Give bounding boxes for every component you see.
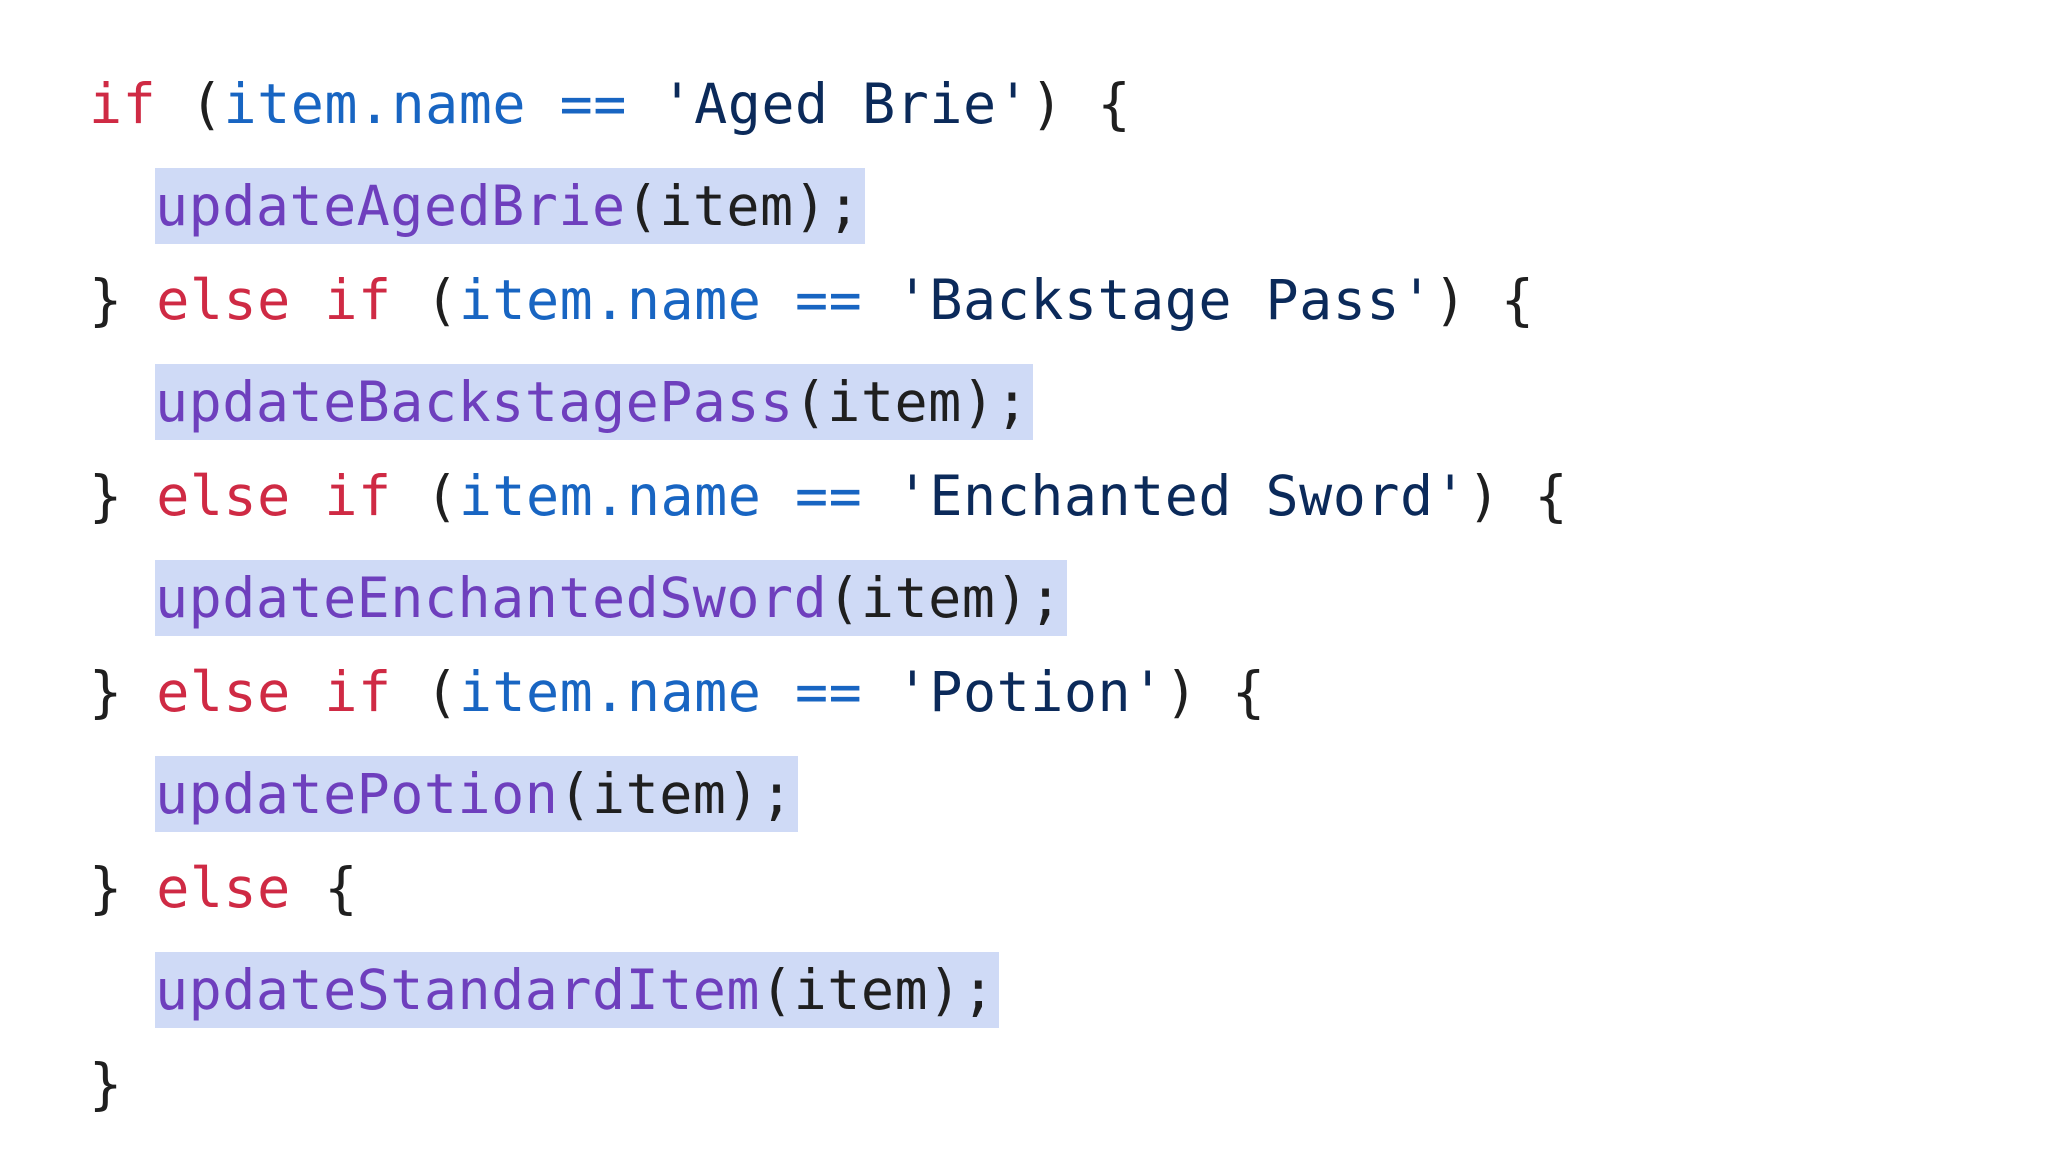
property-item-name: item.name — [458, 464, 762, 528]
equality-operator: == — [559, 72, 627, 136]
code-line: } — [89, 1035, 1568, 1133]
equality-operator: == — [794, 660, 863, 724]
call-args: (item); — [827, 565, 1063, 630]
close-brace: } — [89, 1052, 123, 1116]
keyword-else: else — [156, 660, 291, 724]
keyword-else: else — [156, 464, 291, 528]
keyword-if: if — [324, 464, 392, 528]
code-block: if (item.name == 'Aged Brie') { updateAg… — [89, 55, 1568, 1133]
keyword-if: if — [324, 268, 392, 332]
close-paren: ) — [1467, 464, 1501, 528]
open-brace: { — [1097, 72, 1132, 136]
open-brace: { — [1500, 268, 1535, 332]
highlighted-call: updatePotion(item); — [155, 755, 798, 832]
close-paren: ) — [1030, 72, 1064, 136]
highlighted-call: updateAgedBrie(item); — [155, 167, 865, 244]
code-line: } else { — [89, 839, 1568, 937]
keyword-else: else — [156, 268, 291, 332]
string-literal: 'Enchanted Sword' — [895, 464, 1468, 528]
function-name: updateAgedBrie — [155, 173, 626, 238]
open-brace: { — [1534, 464, 1569, 528]
function-name: updatePotion — [155, 761, 559, 826]
function-name: updateEnchantedSword — [155, 565, 828, 630]
string-literal: 'Backstage Pass' — [895, 268, 1434, 332]
string-literal: 'Aged Brie' — [660, 72, 1031, 136]
code-line: } else if (item.name == 'Potion') { — [89, 643, 1568, 741]
open-paren: ( — [189, 72, 224, 136]
open-paren: ( — [425, 268, 459, 332]
code-line: updateStandardItem(item); — [89, 937, 1568, 1035]
code-line: } else if (item.name == 'Enchanted Sword… — [89, 447, 1568, 545]
call-args: (item); — [625, 173, 861, 238]
property-item-name: item.name — [458, 660, 762, 724]
highlighted-call: updateEnchantedSword(item); — [155, 559, 1067, 636]
keyword-if: if — [89, 72, 157, 136]
equality-operator: == — [794, 268, 863, 332]
code-line: updateAgedBrie(item); — [89, 153, 1568, 251]
call-args: (item); — [558, 761, 794, 826]
open-brace: { — [324, 856, 358, 920]
call-args: (item); — [793, 369, 1029, 434]
close-brace: } — [89, 856, 123, 920]
function-name: updateStandardItem — [155, 957, 761, 1022]
property-item-name: item.name — [223, 72, 526, 136]
call-args: (item); — [760, 957, 996, 1022]
close-brace: } — [89, 464, 123, 528]
open-paren: ( — [425, 660, 459, 724]
function-name: updateBackstagePass — [155, 369, 794, 434]
code-line: updateEnchantedSword(item); — [89, 545, 1568, 643]
code-line: updatePotion(item); — [89, 741, 1568, 839]
close-brace: } — [89, 660, 123, 724]
highlighted-call: updateStandardItem(item); — [155, 951, 1000, 1028]
highlighted-call: updateBackstagePass(item); — [155, 363, 1033, 440]
code-line: if (item.name == 'Aged Brie') { — [89, 55, 1568, 153]
property-item-name: item.name — [458, 268, 762, 332]
code-line: updateBackstagePass(item); — [89, 349, 1568, 447]
equality-operator: == — [794, 464, 863, 528]
close-brace: } — [89, 268, 123, 332]
close-paren: ) — [1164, 660, 1199, 724]
string-literal: 'Potion' — [895, 660, 1165, 724]
keyword-if: if — [324, 660, 392, 724]
open-brace: { — [1231, 660, 1266, 724]
open-paren: ( — [425, 464, 459, 528]
close-paren: ) — [1433, 268, 1468, 332]
code-line: } else if (item.name == 'Backstage Pass'… — [89, 251, 1568, 349]
keyword-else: else — [156, 856, 291, 920]
